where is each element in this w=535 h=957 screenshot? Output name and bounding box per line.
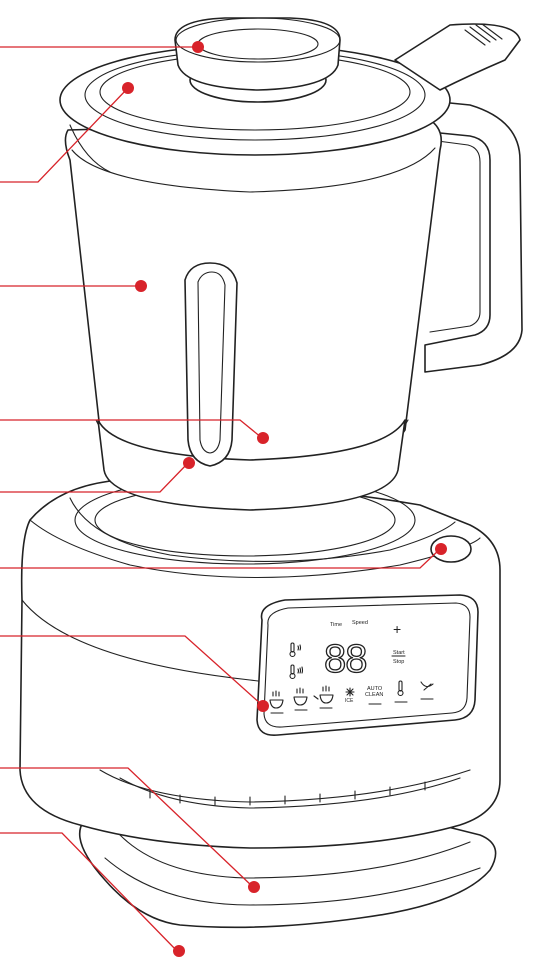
dot-control-panel: [257, 700, 269, 712]
seven-segment-display: 88: [324, 637, 367, 681]
speed-label: Speed: [352, 620, 368, 626]
dot-jar-sensor: [435, 543, 447, 555]
dot-motor-base: [248, 881, 260, 893]
start-label: Start: [393, 650, 405, 656]
jar: [65, 100, 522, 510]
dot-jar: [135, 280, 147, 292]
control-panel: Time Speed 88 + Start Stop: [257, 595, 478, 735]
stop-label: Stop: [393, 659, 404, 665]
dot-jar-base-ring: [183, 457, 195, 469]
time-label: Time: [330, 622, 342, 628]
ice-label: ICE: [345, 698, 354, 704]
dot-lid: [122, 82, 134, 94]
measuring-cap: [175, 18, 340, 102]
dot-heating-element: [257, 432, 269, 444]
plus-button[interactable]: +: [393, 621, 401, 637]
dot-non-slip-feet: [173, 945, 185, 957]
dot-measuring-cap: [192, 41, 204, 53]
clean-label: CLEAN: [365, 692, 383, 698]
